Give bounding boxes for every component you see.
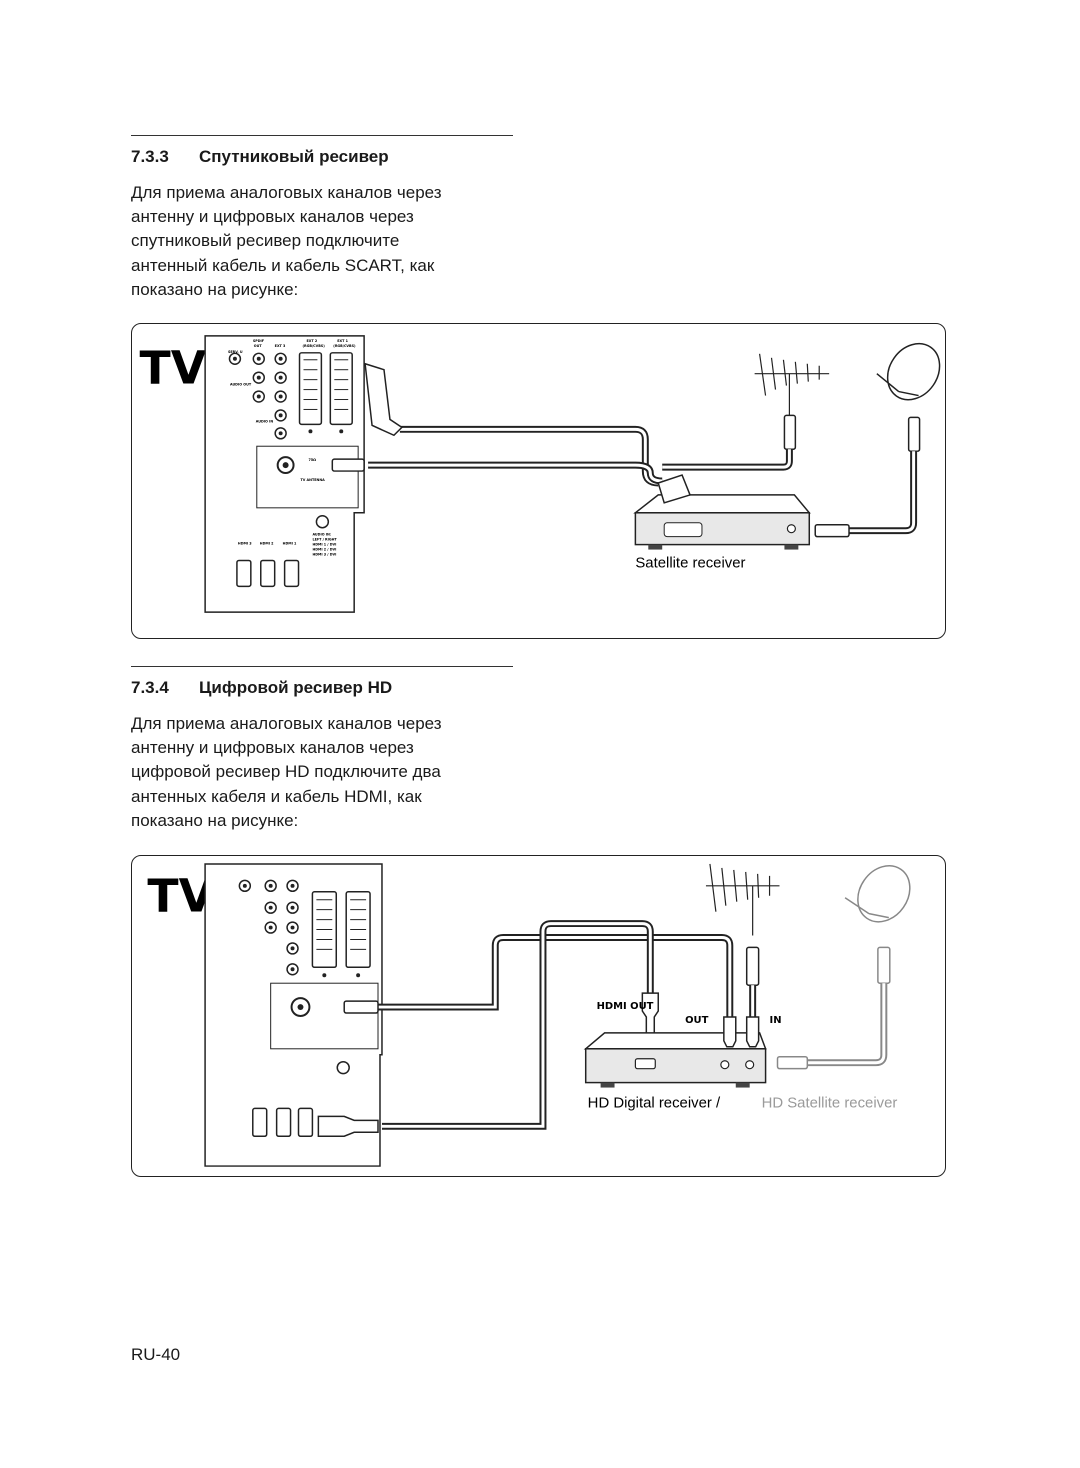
audio-in-hdmi-label: AUDIO IN: bbox=[312, 533, 331, 537]
section-title-1: Спутниковый ресивер bbox=[199, 147, 389, 166]
body-line: антенну и цифровых каналов через bbox=[131, 207, 414, 227]
body-line: показано на рисунке: bbox=[131, 810, 299, 830]
spdif-label: SPDIF bbox=[253, 339, 265, 343]
sat-plug-receiver bbox=[814, 523, 850, 538]
diagram-2-drawing: TV bbox=[147, 863, 911, 1167]
antenna-plug-roof bbox=[783, 414, 797, 450]
hdmi2-dvi-label: HDMI 2 / DVI bbox=[312, 548, 336, 552]
body-line: спутниковый ресивер подключите bbox=[131, 231, 400, 251]
audio-in-label: AUDIO IN bbox=[256, 419, 274, 423]
section-body-1: Для приема аналоговых каналов через анте… bbox=[131, 181, 521, 302]
antenna-plug-tv bbox=[331, 458, 365, 472]
roof-antenna-icon bbox=[705, 863, 780, 936]
section-heading-2: 7.3.4 Цифровой ресивер HD bbox=[131, 678, 392, 698]
receiver-caption-alt: HD Satellite receiver bbox=[762, 1095, 898, 1111]
spdif-out-label: OUT bbox=[254, 344, 263, 348]
antenna-bay bbox=[270, 982, 379, 1050]
section-rule-2 bbox=[131, 666, 513, 667]
antenna-out-label: OUT bbox=[685, 1015, 708, 1026]
section-number-1: 7.3.3 bbox=[131, 147, 169, 166]
antenna-plug-tv bbox=[343, 1000, 379, 1014]
page-number: RU-40 bbox=[131, 1345, 181, 1364]
ext3-label: EXT 3 bbox=[275, 344, 286, 348]
tv-label: TV bbox=[147, 870, 214, 923]
body-line: показано на рисунке: bbox=[131, 279, 299, 299]
hdmi1-dvi-label: HDMI 1 / DVI bbox=[312, 543, 336, 547]
section-number-2: 7.3.4 bbox=[131, 678, 169, 697]
body-line: антенных кабеля и кабель HDMI, как bbox=[131, 786, 422, 806]
ext2-scart-socket bbox=[298, 352, 323, 426]
receiver-caption: Satellite receiver bbox=[635, 555, 745, 571]
hdmi-out-label: HDMI OUT bbox=[597, 1001, 654, 1012]
roof-antenna-icon bbox=[754, 353, 830, 416]
body-line: Для приема аналоговых каналов через bbox=[131, 714, 442, 733]
diagram-1-drawing: TV SERV. U SPDIF OUT EXT 3 EXT 2 (RGB/CV… bbox=[140, 335, 941, 613]
antenna-plug-roof bbox=[745, 946, 760, 986]
body-line: антенну и цифровых каналов через bbox=[131, 738, 414, 758]
sat-plug-dish bbox=[907, 416, 921, 452]
section-heading-1: 7.3.3 Спутниковый ресивер bbox=[131, 147, 389, 167]
audio-in-jack bbox=[315, 515, 330, 529]
tv-antenna-label: TV ANTENNA bbox=[301, 478, 326, 482]
audio-out-label: AUDIO OUT bbox=[230, 383, 252, 387]
left-right-label: LEFT / RIGHT bbox=[312, 538, 337, 542]
ext2-label: EXT 2 bbox=[306, 339, 317, 343]
satellite-dish-icon bbox=[844, 865, 911, 923]
ohm-label: 75Ω bbox=[308, 458, 316, 462]
hdmi-sockets bbox=[252, 1107, 314, 1137]
body-line: цифровой ресивер HD подключите два bbox=[131, 762, 441, 782]
hd-receiver-connection-diagram: TV bbox=[131, 855, 946, 1177]
hd-receiver-box bbox=[583, 1032, 767, 1088]
tv-label: TV bbox=[140, 342, 207, 395]
section-title-2: Цифровой ресивер HD bbox=[199, 678, 393, 697]
receiver-caption-main: HD Digital receiver / bbox=[588, 1095, 721, 1111]
ext1-label: EXT 1 bbox=[337, 339, 348, 343]
section-body-2: Для приема аналоговых каналов через анте… bbox=[131, 712, 521, 833]
satellite-connection-diagram: TV SERV. U SPDIF OUT EXT 3 EXT 2 (RGB/CV… bbox=[131, 323, 946, 639]
hdmi3-label: HDMI 3 bbox=[238, 542, 252, 546]
body-line: антенный кабель и кабель SCART, как bbox=[131, 255, 435, 275]
hdmi3-dvi-label: HDMI 3 / DVI bbox=[312, 553, 336, 557]
antenna-plug-receiver-in bbox=[745, 1016, 760, 1048]
satellite-dish-icon bbox=[876, 342, 941, 401]
hdmi2-label: HDMI 2 bbox=[260, 542, 274, 546]
body-line: Для приема аналоговых каналов через bbox=[131, 183, 442, 202]
ext1-scart-socket bbox=[329, 352, 353, 426]
sat-plug-receiver bbox=[776, 1055, 809, 1070]
section-rule-1 bbox=[131, 135, 513, 136]
antenna-cable bbox=[368, 461, 663, 485]
hdmi-sockets bbox=[236, 559, 300, 588]
antenna-plug-receiver-out bbox=[723, 1016, 737, 1048]
scart-plug-tv bbox=[364, 362, 404, 437]
hdmi-plug-tv bbox=[317, 1115, 379, 1137]
satellite-receiver-box bbox=[633, 494, 811, 550]
antenna-bay bbox=[256, 445, 359, 509]
hdmi1-label: HDMI 1 bbox=[283, 542, 297, 546]
audio-in-jack bbox=[336, 1060, 350, 1075]
sat-plug-dish bbox=[877, 946, 891, 984]
ext1-sub-label: (RGB/CVBS) bbox=[333, 344, 356, 348]
ext2-sub-label: (RGB/CVBS) bbox=[303, 344, 326, 348]
hdmi-plug-receiver bbox=[641, 992, 659, 1038]
scart-plug-receiver bbox=[657, 474, 692, 504]
antenna-in-label: IN bbox=[770, 1015, 782, 1026]
scart-cable bbox=[399, 425, 659, 487]
serv-u-label: SERV. U bbox=[228, 350, 243, 354]
